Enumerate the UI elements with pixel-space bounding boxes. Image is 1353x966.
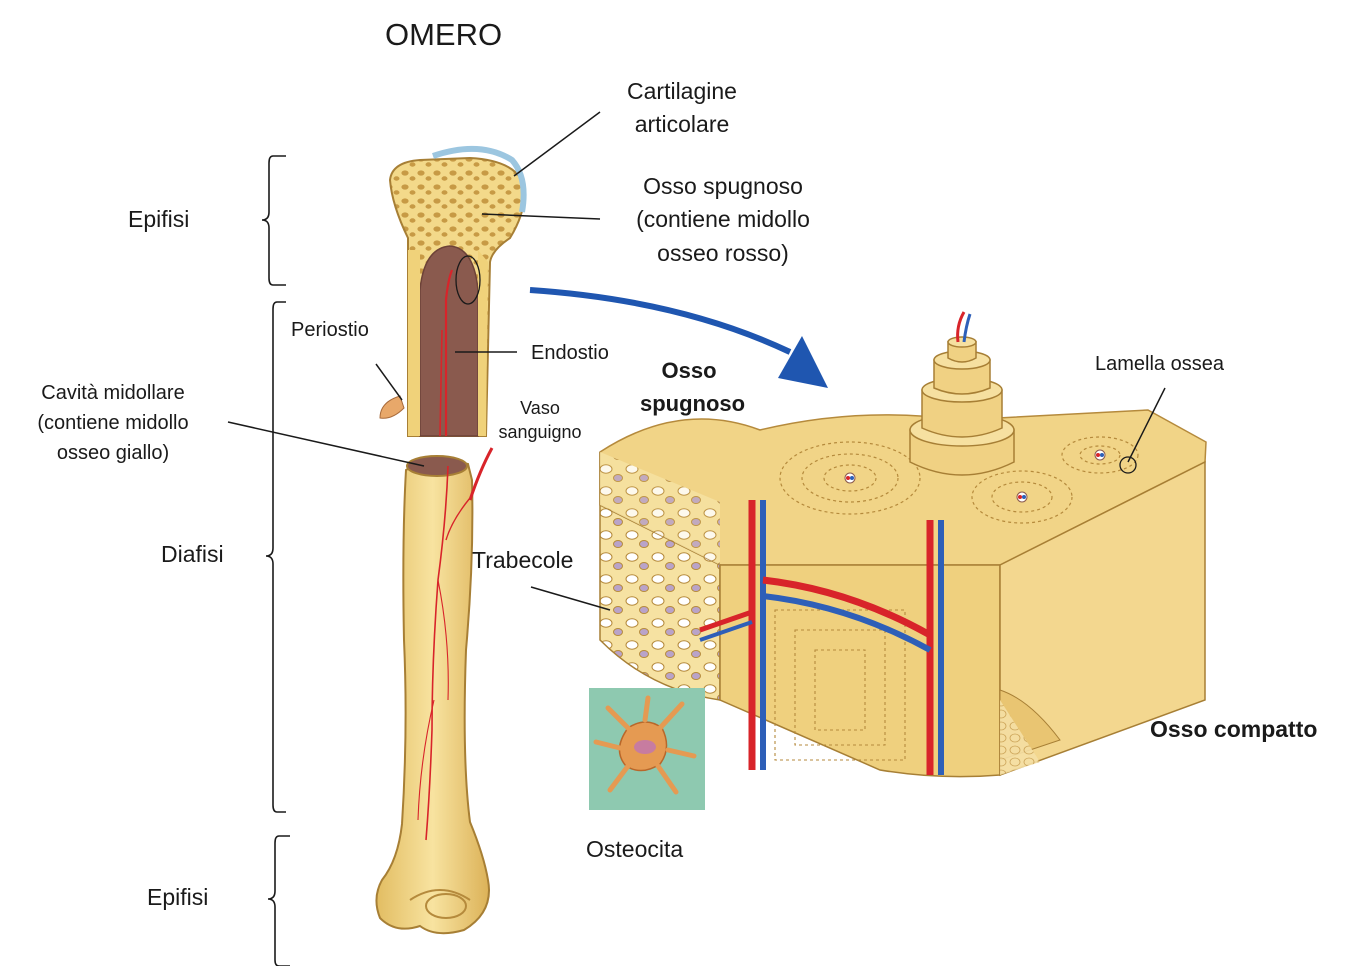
label-osso-spugnoso-bold: Osso spugnoso [640, 354, 746, 420]
label-cartilagine-line2: articolare [634, 111, 730, 138]
label-osso-compatto: Osso compatto [1150, 716, 1318, 742]
page-title: OMERO [385, 17, 503, 52]
label-periostio: Periostio [291, 319, 369, 341]
label-osso-spugnoso-bold-line2: spugnoso [640, 391, 746, 416]
brace-epifisi-bottom [267, 835, 290, 966]
bone-block [599, 311, 1207, 778]
leader-lines [227, 111, 1166, 611]
label-vaso-line2: sanguigno [498, 422, 582, 443]
label-osso-spugnoso-line1: Osso spugnoso [643, 173, 803, 199]
brace-diafisi [265, 301, 286, 813]
label-osso-spugnoso-line2: (contiene midollo [636, 206, 810, 233]
label-endostio: Endostio [531, 342, 609, 364]
zoom-arrow [529, 287, 828, 388]
label-cavita-midollare: Cavità midollare (contiene midollo osseo… [20, 378, 206, 468]
label-osso-spugnoso-desc: Osso spugnoso (contiene midollo osseo ro… [610, 170, 836, 270]
humerus-shaft [375, 447, 494, 935]
label-vaso-line1: Vaso [520, 398, 560, 418]
label-epifisi-bottom: Epifisi [147, 884, 209, 910]
label-cavita-line2: (contiene midollo [37, 412, 189, 434]
label-lamella-ossea: Lamella ossea [1095, 353, 1224, 375]
label-trabecole: Trabecole [472, 547, 574, 573]
osteocyte-inset [589, 688, 705, 810]
label-vaso-sanguigno: Vaso sanguigno [490, 396, 590, 445]
humerus-upper [379, 145, 527, 437]
label-epifisi-top: Epifisi [128, 206, 190, 232]
label-cavita-line1: Cavità midollare [41, 382, 185, 404]
label-osso-spugnoso-line3: osseo rosso) [657, 239, 789, 266]
label-cavita-line3: osseo giallo) [56, 442, 170, 464]
label-osteocita: Osteocita [586, 836, 684, 862]
label-cartilagine-line1: Cartilagine [627, 78, 737, 104]
osteon-cylinder [909, 311, 1015, 476]
label-osso-spugnoso-bold-line1: Osso [661, 358, 717, 383]
label-cartilagine-articolare: Cartilagine articolare [604, 75, 760, 142]
label-diafisi: Diafisi [161, 541, 224, 567]
brace-epifisi-top [261, 155, 286, 286]
